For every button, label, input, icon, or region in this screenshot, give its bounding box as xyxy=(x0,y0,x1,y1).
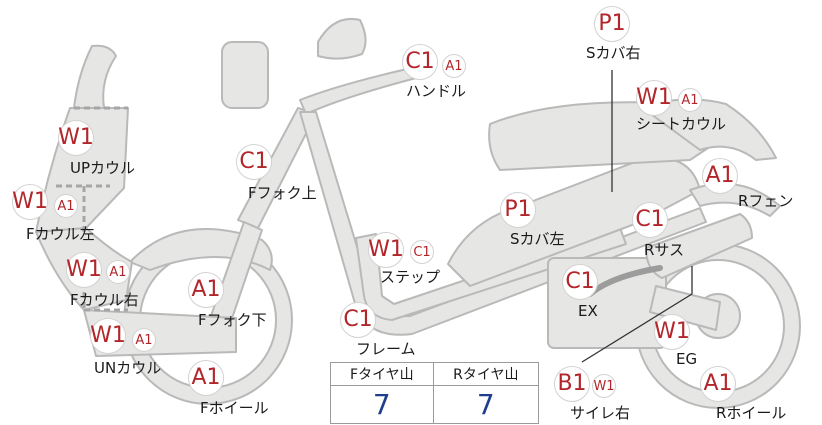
handle-grade-1: C1 xyxy=(402,44,438,80)
seat-cowl-label: シートカウル xyxy=(636,115,727,133)
meter-shape xyxy=(317,18,367,60)
frame-label: フレーム xyxy=(356,340,416,358)
headlight-shape xyxy=(221,41,269,109)
rear-suspension-shape xyxy=(645,213,753,279)
rear-tread-value: 7 xyxy=(432,385,540,424)
frame-grade-1: C1 xyxy=(340,302,376,338)
f-fork-upper-label: Fフォク上 xyxy=(248,184,317,202)
rear-tread-header: Rタイヤ山 xyxy=(432,362,540,386)
silencer-right-grade-2: W1 xyxy=(592,374,616,398)
s-cover-left-label: Sカバ左 xyxy=(510,230,565,248)
front-fender-shape xyxy=(129,228,273,271)
rear-wheel-shape xyxy=(635,243,801,409)
front-tread-header: Fタイヤ山 xyxy=(330,362,434,386)
tire-tread-table: Fタイヤ山 Rタイヤ山 7 7 xyxy=(330,362,540,424)
f-fork-lower-label: Fフォク下 xyxy=(198,311,267,329)
f-cowl-right-grade-1: W1 xyxy=(66,252,102,288)
front-tread-value: 7 xyxy=(330,385,434,424)
f-cowl-right-label: Fカウル右 xyxy=(70,291,139,309)
r-fender-label: Rフェン xyxy=(738,192,794,210)
f-fork-lower-grade-1: A1 xyxy=(188,272,224,308)
f-cowl-right-grade-2: A1 xyxy=(106,260,130,284)
silencer-right-grade-1: B1 xyxy=(554,366,590,402)
r-wheel-grade-1: A1 xyxy=(700,366,736,402)
silencer-right-label: サイレ右 xyxy=(570,404,631,422)
handle-label: ハンドル xyxy=(406,82,467,100)
r-suspension-grade-1: C1 xyxy=(632,202,668,238)
s-cover-right-grade-1: P1 xyxy=(594,6,630,42)
s-cover-right-label: Sカバ右 xyxy=(586,44,641,62)
step-grade-1: W1 xyxy=(368,232,404,268)
step-grade-2: C1 xyxy=(410,240,434,264)
f-wheel-label: Fホイール xyxy=(200,399,269,417)
r-fender-grade-1: A1 xyxy=(702,158,738,194)
exhaust-label: EX xyxy=(578,302,598,320)
un-cowl-grade-1: W1 xyxy=(90,318,126,354)
s-cover-left-grade-1: P1 xyxy=(500,192,536,228)
engine-label: EG xyxy=(676,350,698,368)
up-cowl-label: UPカウル xyxy=(70,159,136,177)
seat-cowl-grade-1: W1 xyxy=(636,80,672,116)
seat-cowl-grade-2: A1 xyxy=(678,88,702,112)
r-wheel-label: Rホイール xyxy=(716,404,787,422)
un-cowl-label: UNカウル xyxy=(94,359,162,377)
engine-grade-1: W1 xyxy=(654,314,690,350)
handle-grade-2: A1 xyxy=(442,54,466,78)
f-cowl-left-label: Fカウル左 xyxy=(26,225,95,243)
r-suspension-label: Rサス xyxy=(644,241,685,259)
f-cowl-left-grade-2: A1 xyxy=(54,194,78,218)
step-label: ステップ xyxy=(380,268,441,286)
f-fork-upper-grade-1: C1 xyxy=(236,144,272,180)
up-cowl-grade-1: W1 xyxy=(58,120,94,156)
f-cowl-left-grade-1: W1 xyxy=(12,184,48,220)
exhaust-grade-1: C1 xyxy=(562,264,598,300)
f-wheel-grade-1: A1 xyxy=(188,360,224,396)
un-cowl-grade-2: A1 xyxy=(132,328,156,352)
